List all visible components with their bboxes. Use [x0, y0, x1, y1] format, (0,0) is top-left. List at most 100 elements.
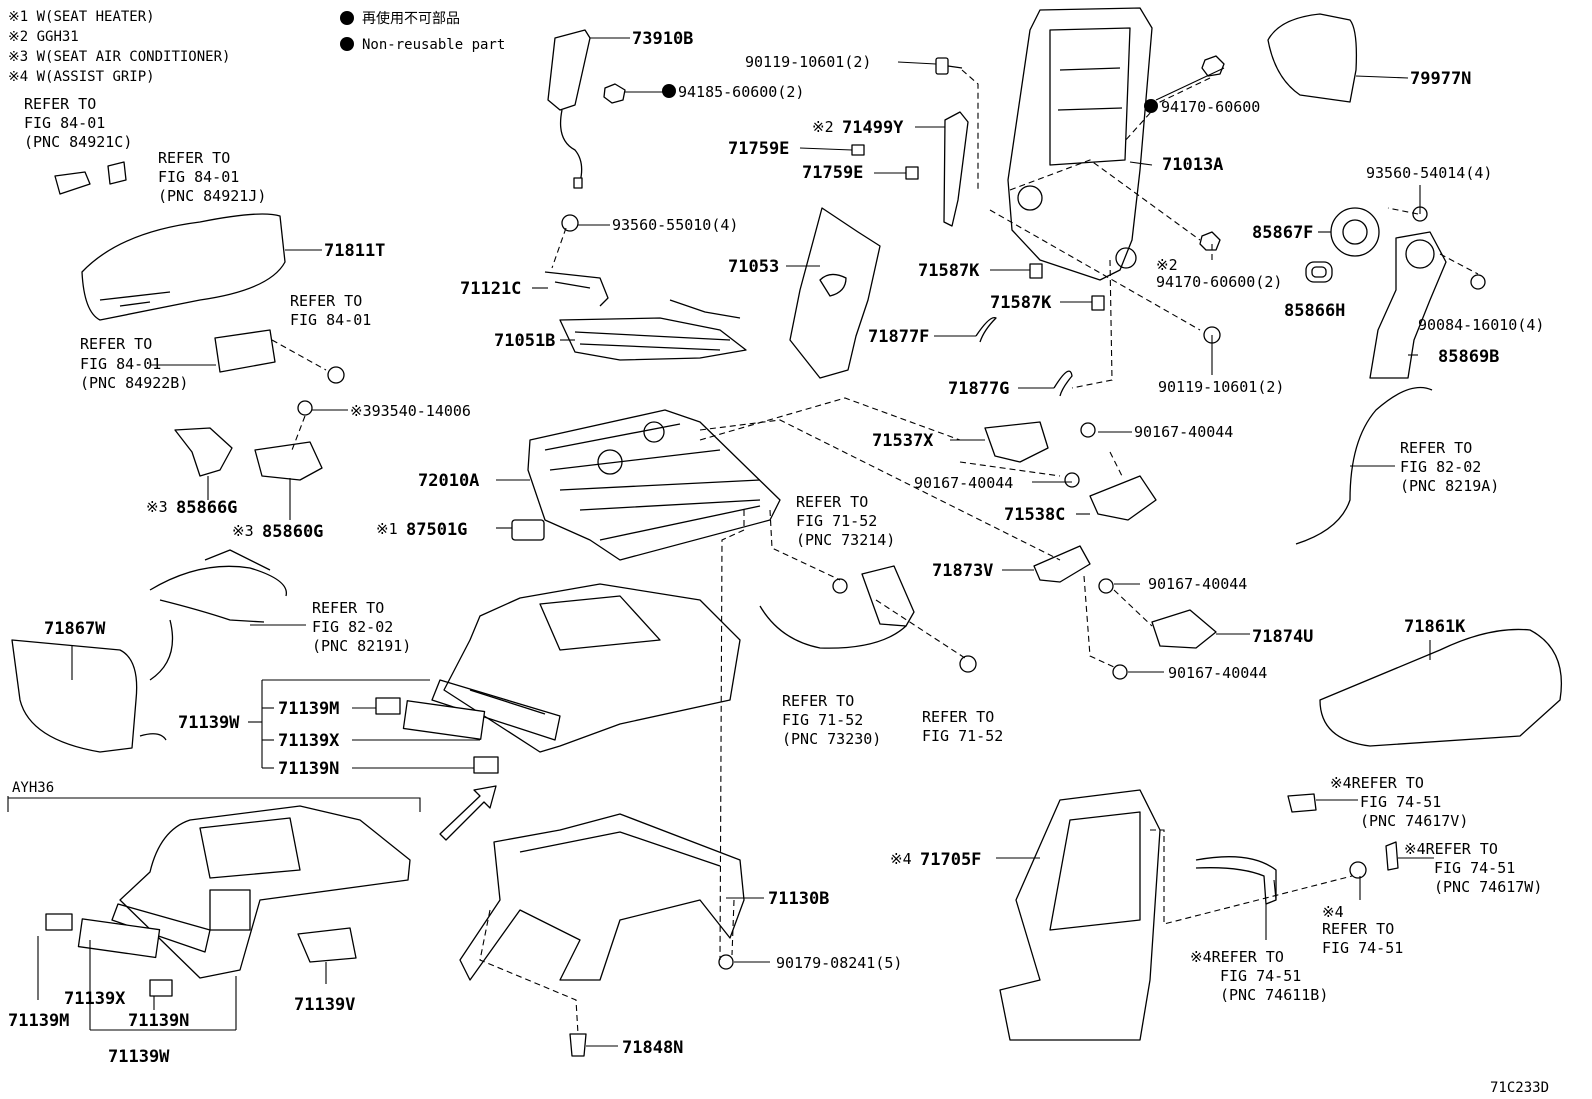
back-pad-icon — [789, 207, 881, 379]
label-90167-40044-a: 90167-40044 — [1134, 423, 1233, 441]
part-labels: 73910B 94185-60600(2) 90119-10601(2) 941… — [8, 29, 1549, 1096]
non-reusable-dot-icon — [340, 37, 354, 51]
label-71130B: 71130B — [768, 889, 829, 909]
svg-text:(PNC 84921C): (PNC 84921C) — [24, 133, 132, 151]
svg-text:(PNC 74617V): (PNC 74617V) — [1360, 812, 1468, 830]
svg-text:FIG 82-02: FIG 82-02 — [312, 618, 393, 636]
bolt-icon — [1064, 472, 1080, 488]
screw-icon — [297, 400, 313, 416]
svg-text:(PNC 73230): (PNC 73230) — [782, 730, 881, 748]
airbag-module-icon — [547, 29, 591, 189]
refer-84921J: REFER TO FIG 84-01 (PNC 84921J) — [158, 149, 266, 205]
label-79977N: 79977N — [1410, 69, 1471, 89]
legend: 再使用不可部品 Non-reusable part — [340, 10, 505, 53]
pin-icon — [569, 1033, 587, 1057]
svg-text:(PNC 74611B): (PNC 74611B) — [1220, 986, 1328, 1004]
label-71877G: 71877G — [948, 379, 1009, 399]
svg-text:FIG 74-51: FIG 74-51 — [1220, 967, 1301, 985]
svg-text:FIG 74-51: FIG 74-51 — [1360, 793, 1441, 811]
legend-en: Non-reusable part — [362, 37, 505, 53]
label-71139M: 71139M — [278, 699, 339, 719]
label-90084-16010: 90084-16010(4) — [1418, 316, 1544, 334]
clip-icon — [1091, 295, 1105, 311]
label-90179-08241: 90179-08241(5) — [776, 954, 902, 972]
svg-text:※4REFER TO: ※4REFER TO — [1190, 948, 1284, 966]
svg-text:REFER TO: REFER TO — [312, 599, 384, 617]
label-71499Y: 71499Y — [842, 118, 904, 138]
side-trim-icon — [1319, 628, 1563, 747]
label-90119-10601-top: 90119-10601(2) — [745, 53, 871, 71]
label-71587K-b: 71587K — [990, 293, 1052, 313]
clip-icon — [1029, 263, 1043, 279]
nut-icon — [832, 578, 848, 594]
clip-icon — [473, 756, 499, 774]
side-cover-icon — [81, 213, 286, 321]
label-85866G: 85866G — [176, 498, 237, 518]
svg-text:REFER TO: REFER TO — [1400, 439, 1472, 457]
label-71053: 71053 — [728, 257, 779, 277]
label-71759E-b: 71759E — [802, 163, 863, 183]
label-90119-10601-b: 90119-10601(2) — [1158, 378, 1284, 396]
label-71861K: 71861K — [1404, 617, 1466, 637]
spring-icon — [559, 299, 747, 361]
svg-text:(PNC 73214): (PNC 73214) — [796, 531, 895, 549]
legend-jp: 再使用不可部品 — [362, 10, 460, 27]
bracket-icon — [1151, 609, 1217, 649]
wire-icon — [1295, 386, 1433, 545]
motor-icon — [1330, 207, 1380, 257]
label-90167-40044-b: 90167-40044 — [914, 474, 1013, 492]
cushion-frame-icon — [459, 813, 745, 981]
refer-73214: REFER TO FIG 71-52 (PNC 73214) — [796, 493, 895, 549]
label-71873V: 71873V — [932, 561, 993, 581]
bolt-icon — [935, 57, 963, 75]
label-71139N-ayh36: 71139N — [128, 1011, 189, 1031]
label-71759E-a: 71759E — [728, 139, 789, 159]
svg-text:FIG 71-52: FIG 71-52 — [782, 711, 863, 729]
part-drawings — [11, 7, 1563, 1057]
clip-icon — [905, 166, 919, 180]
label-93560-54014: 93560-54014(4) — [1366, 164, 1492, 182]
label-72010A: 72010A — [418, 471, 479, 491]
nut-icon — [718, 954, 734, 970]
label-90167-40044-d: 90167-40044 — [1168, 664, 1267, 682]
trim-icon — [402, 700, 486, 740]
screw-icon — [327, 366, 345, 384]
svg-text:※4: ※4 — [1322, 903, 1344, 921]
trim-icon — [77, 918, 161, 959]
label-71139M-ayh36: 71139M — [8, 1011, 69, 1031]
seat-adjuster-icon — [527, 409, 781, 561]
label-71121C: 71121C — [460, 279, 521, 299]
label-71139W: 71139W — [178, 713, 240, 733]
bolt-icon — [1112, 664, 1128, 680]
non-reusable-dot-icon — [340, 11, 354, 25]
svg-text:FIG 84-01: FIG 84-01 — [80, 355, 161, 373]
refer-84921C: REFER TO FIG 84-01 (PNC 84921C) — [24, 95, 132, 151]
label-94185-60600: 94185-60600(2) — [678, 83, 804, 101]
label-90167-40044-c: 90167-40044 — [1148, 575, 1247, 593]
label-87501G: 87501G — [406, 520, 467, 540]
clip-icon — [851, 144, 865, 156]
refer-74-51: ※4 REFER TO FIG 74-51 — [1322, 903, 1403, 957]
note-4: ※4 W(ASSIST GRIP) — [8, 69, 155, 85]
label-85866G-mark: ※3 — [146, 498, 168, 516]
refer-74617V: ※4REFER TO FIG 74-51 (PNC 74617V) — [1330, 774, 1468, 830]
cushion-pan-ayh36-icon — [111, 805, 411, 979]
label-71848N: 71848N — [622, 1038, 683, 1058]
svg-text:REFER TO: REFER TO — [290, 292, 362, 310]
label-85867F: 85867F — [1252, 223, 1313, 243]
belt-buckle-icon — [759, 565, 915, 649]
svg-text:(PNC 74617W): (PNC 74617W) — [1434, 878, 1542, 896]
cover-icon — [1385, 841, 1399, 871]
label-71139X-ayh36: 71139X — [64, 989, 126, 1009]
svg-text:FIG 84-01: FIG 84-01 — [158, 168, 239, 186]
label-71587K-a: 71587K — [918, 261, 980, 281]
refer-8219A: REFER TO FIG 82-02 (PNC 8219A) — [1400, 439, 1499, 495]
svg-text:(PNC 84922B): (PNC 84922B) — [80, 374, 188, 392]
svg-text:※4REFER TO: ※4REFER TO — [1404, 840, 1498, 858]
svg-text:(PNC 82191): (PNC 82191) — [312, 637, 411, 655]
side-panel-icon — [11, 639, 167, 753]
label-71499Y-mark: ※2 — [812, 118, 834, 136]
bracket-icon — [1033, 545, 1091, 583]
svg-text:REFER TO: REFER TO — [1322, 920, 1394, 938]
blower-icon — [254, 441, 323, 481]
